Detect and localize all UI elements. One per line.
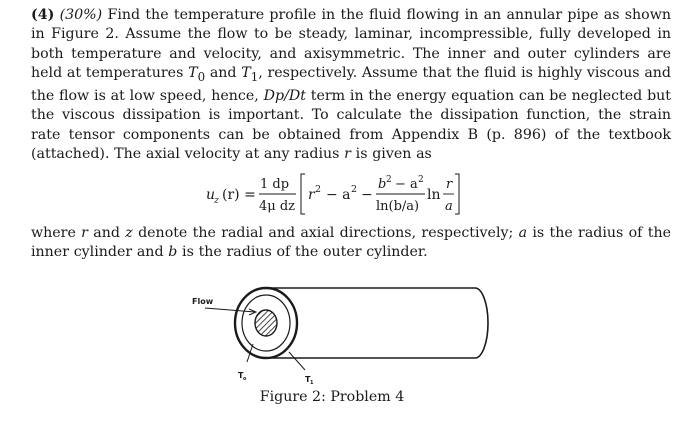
r-variable: r xyxy=(344,145,351,162)
t1-symbol: T xyxy=(241,64,251,81)
inner-cylinder xyxy=(254,309,278,337)
t1-label: T xyxy=(305,375,311,384)
eq-frac1-den: 4μ dz xyxy=(259,199,295,214)
eq-frac3-num: r xyxy=(446,177,453,192)
eq-frac2-num-b: b xyxy=(378,177,386,192)
eq-r-sq-exp: 2 xyxy=(315,184,321,195)
t0-label: T xyxy=(238,371,244,380)
def-a: a xyxy=(518,225,528,241)
eq-frac1-num: 1 dp xyxy=(260,177,289,192)
eq-frac2-num-b-exp: 2 xyxy=(386,175,392,185)
t1-label-sub: 1 xyxy=(310,380,314,386)
problem-number: (4) xyxy=(31,7,55,23)
def-text-1: where xyxy=(31,225,82,241)
eq-minus-a: − a xyxy=(326,187,351,203)
outer-cylinder-inner-wall xyxy=(241,294,291,352)
eq-lhs-sub: z xyxy=(213,195,220,206)
problem-text-and: and xyxy=(205,64,242,81)
def-text-2: and xyxy=(87,225,126,241)
def-text-3: denote the radial and axial directions, … xyxy=(132,225,519,241)
eq-r-sq: r xyxy=(308,187,316,203)
def-b: b xyxy=(168,244,178,261)
flow-label: Flow xyxy=(192,297,214,306)
dpdt-term: Dp/Dt xyxy=(263,88,306,105)
t1-leader xyxy=(288,351,306,371)
t0-subscript: 0 xyxy=(197,69,206,84)
eq-ln: ln xyxy=(427,187,441,203)
eq-frac2-den: ln(b/a) xyxy=(376,199,419,214)
eq-frac2-num-rest: − a xyxy=(395,177,418,192)
figure-caption-text: Figure 2: Problem 4 xyxy=(259,389,405,405)
problem-text-1: Find the temperature profile in the flui… xyxy=(31,7,671,81)
figure-caption: Figure 2: Problem 4 xyxy=(0,389,700,405)
problem-statement: (4) (30%) Find the temperature profile i… xyxy=(31,6,671,164)
problem-text-3: term in the energy equation can be negle… xyxy=(31,88,671,162)
t0-symbol: T xyxy=(188,64,198,81)
pipe-end-cap xyxy=(474,287,489,359)
eq-lhs: u xyxy=(206,187,215,203)
eq-lhs-arg: (r) = xyxy=(222,187,256,203)
eq-minus: − xyxy=(361,187,373,203)
flow-arrowhead xyxy=(248,308,258,316)
def-r: r xyxy=(81,225,88,241)
t1-subscript: 1 xyxy=(250,69,259,84)
pipe-drawing xyxy=(204,286,489,371)
t0-leader xyxy=(246,343,254,363)
eq-a-sq-exp: 2 xyxy=(351,184,357,195)
def-z: z xyxy=(125,225,133,241)
definitions-paragraph: where r and z denote the radial and axia… xyxy=(31,224,671,263)
problem-text-2: , respectively. Assume that the fluid is… xyxy=(31,64,671,105)
def-text-5: is the radius of the outer cylinder. xyxy=(177,244,428,261)
problem-weight: (30%) xyxy=(59,7,103,23)
outer-cylinder xyxy=(233,286,299,360)
problem-text-4: is given as xyxy=(350,145,432,162)
flow-arrow xyxy=(204,307,256,313)
eq-frac3-den: a xyxy=(445,199,453,214)
eq-frac2-num-a-exp: 2 xyxy=(418,175,424,185)
annular-pipe-figure: Flow T o T 1 xyxy=(192,286,489,386)
t0-label-sub: o xyxy=(243,376,247,382)
def-text-4: is the radius of the inner cylinder and xyxy=(31,225,671,261)
velocity-equation: u z (r) = 1 dp 4μ dz r 2 − a 2 − b 2 − a… xyxy=(206,173,460,215)
